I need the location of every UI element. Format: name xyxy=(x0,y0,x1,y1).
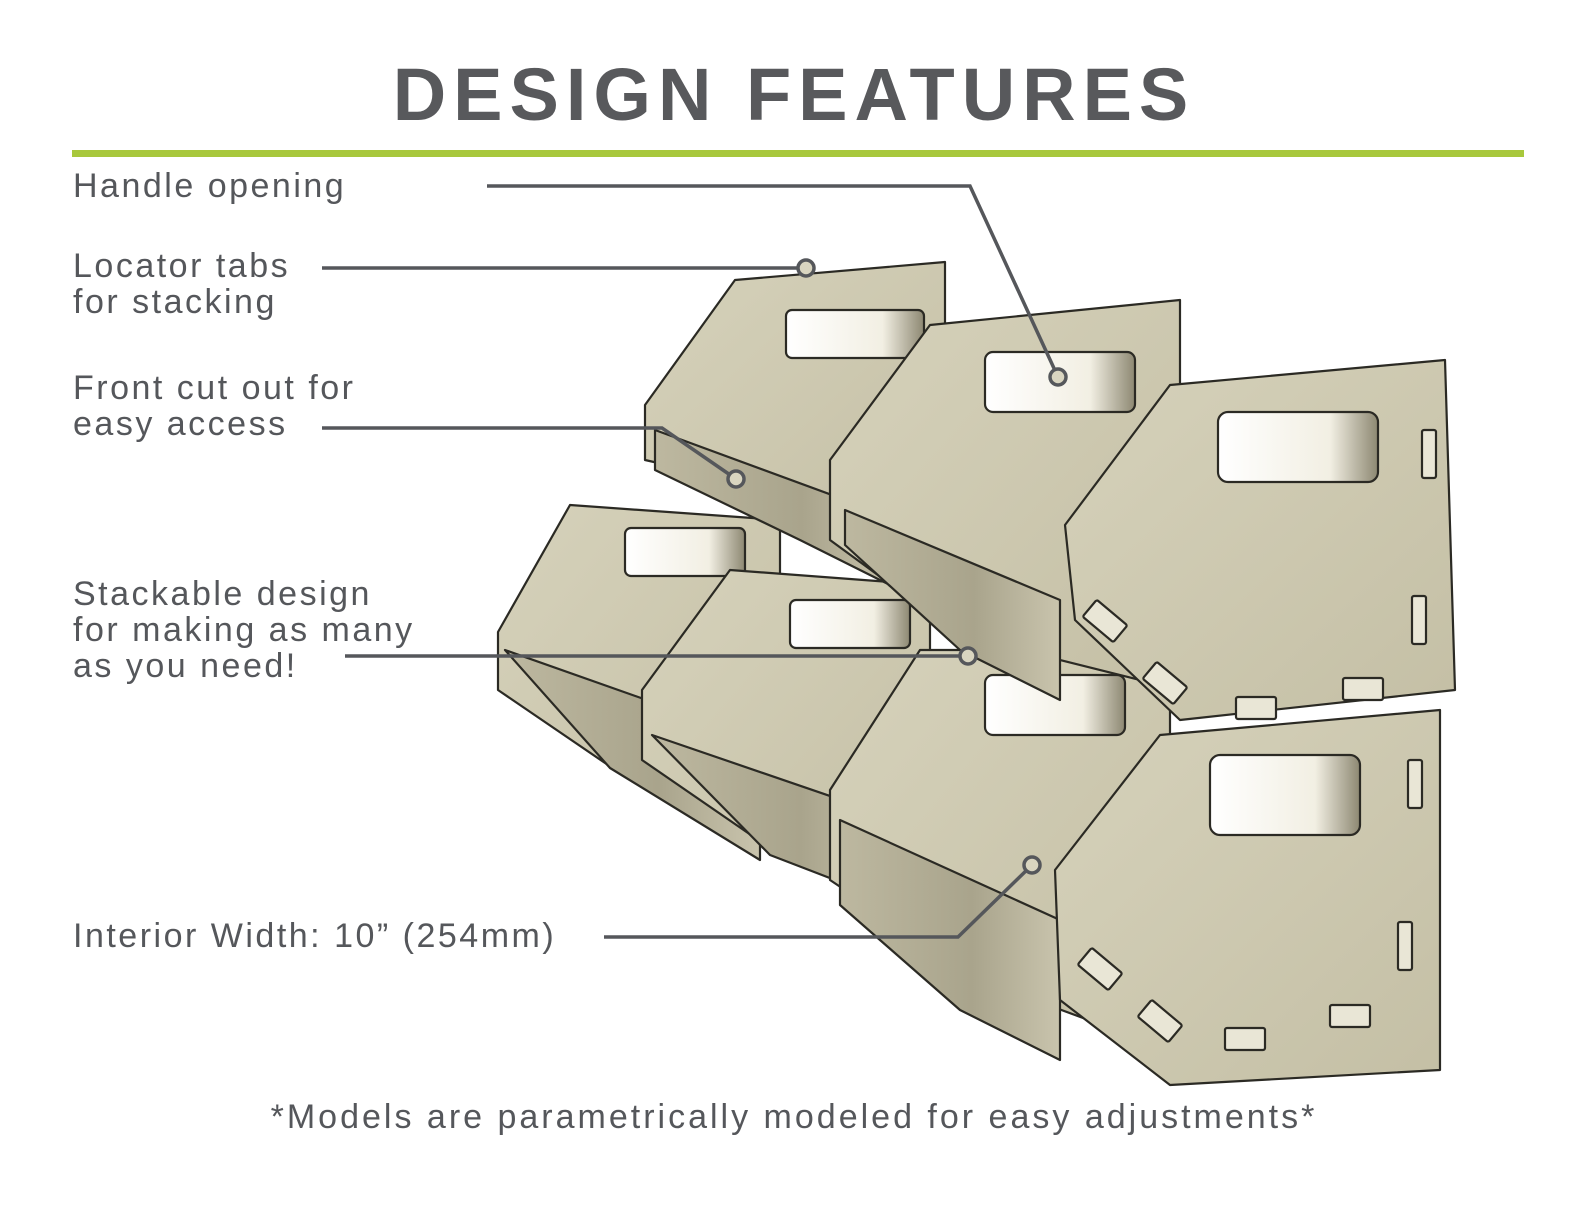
leader-width xyxy=(604,863,1034,939)
label-handle-opening: Handle opening xyxy=(73,167,347,205)
page-title: DESIGN FEATURES xyxy=(392,53,1196,136)
dot-front xyxy=(726,469,746,489)
title-underline xyxy=(72,150,1524,157)
leader-front xyxy=(322,426,737,481)
label-stackable-design: Stackable design for making as many as y… xyxy=(73,575,415,685)
bin-bottom-front xyxy=(828,648,1442,1087)
dot-locator xyxy=(796,258,816,278)
dot-handle xyxy=(1048,367,1068,387)
label-locator-tabs: Locator tabs for stacking xyxy=(73,247,291,321)
dot-width xyxy=(1022,855,1042,875)
dot-stackable xyxy=(958,646,978,666)
leader-dots xyxy=(726,258,1068,875)
label-interior-width: Interior Width: 10” (254mm) xyxy=(73,917,557,955)
footnote: *Models are parametrically modeled for e… xyxy=(270,1098,1318,1136)
label-front-cut-out: Front cut out for easy access xyxy=(73,369,356,443)
leader-lines xyxy=(322,184,1060,939)
leader-handle xyxy=(487,184,1060,378)
